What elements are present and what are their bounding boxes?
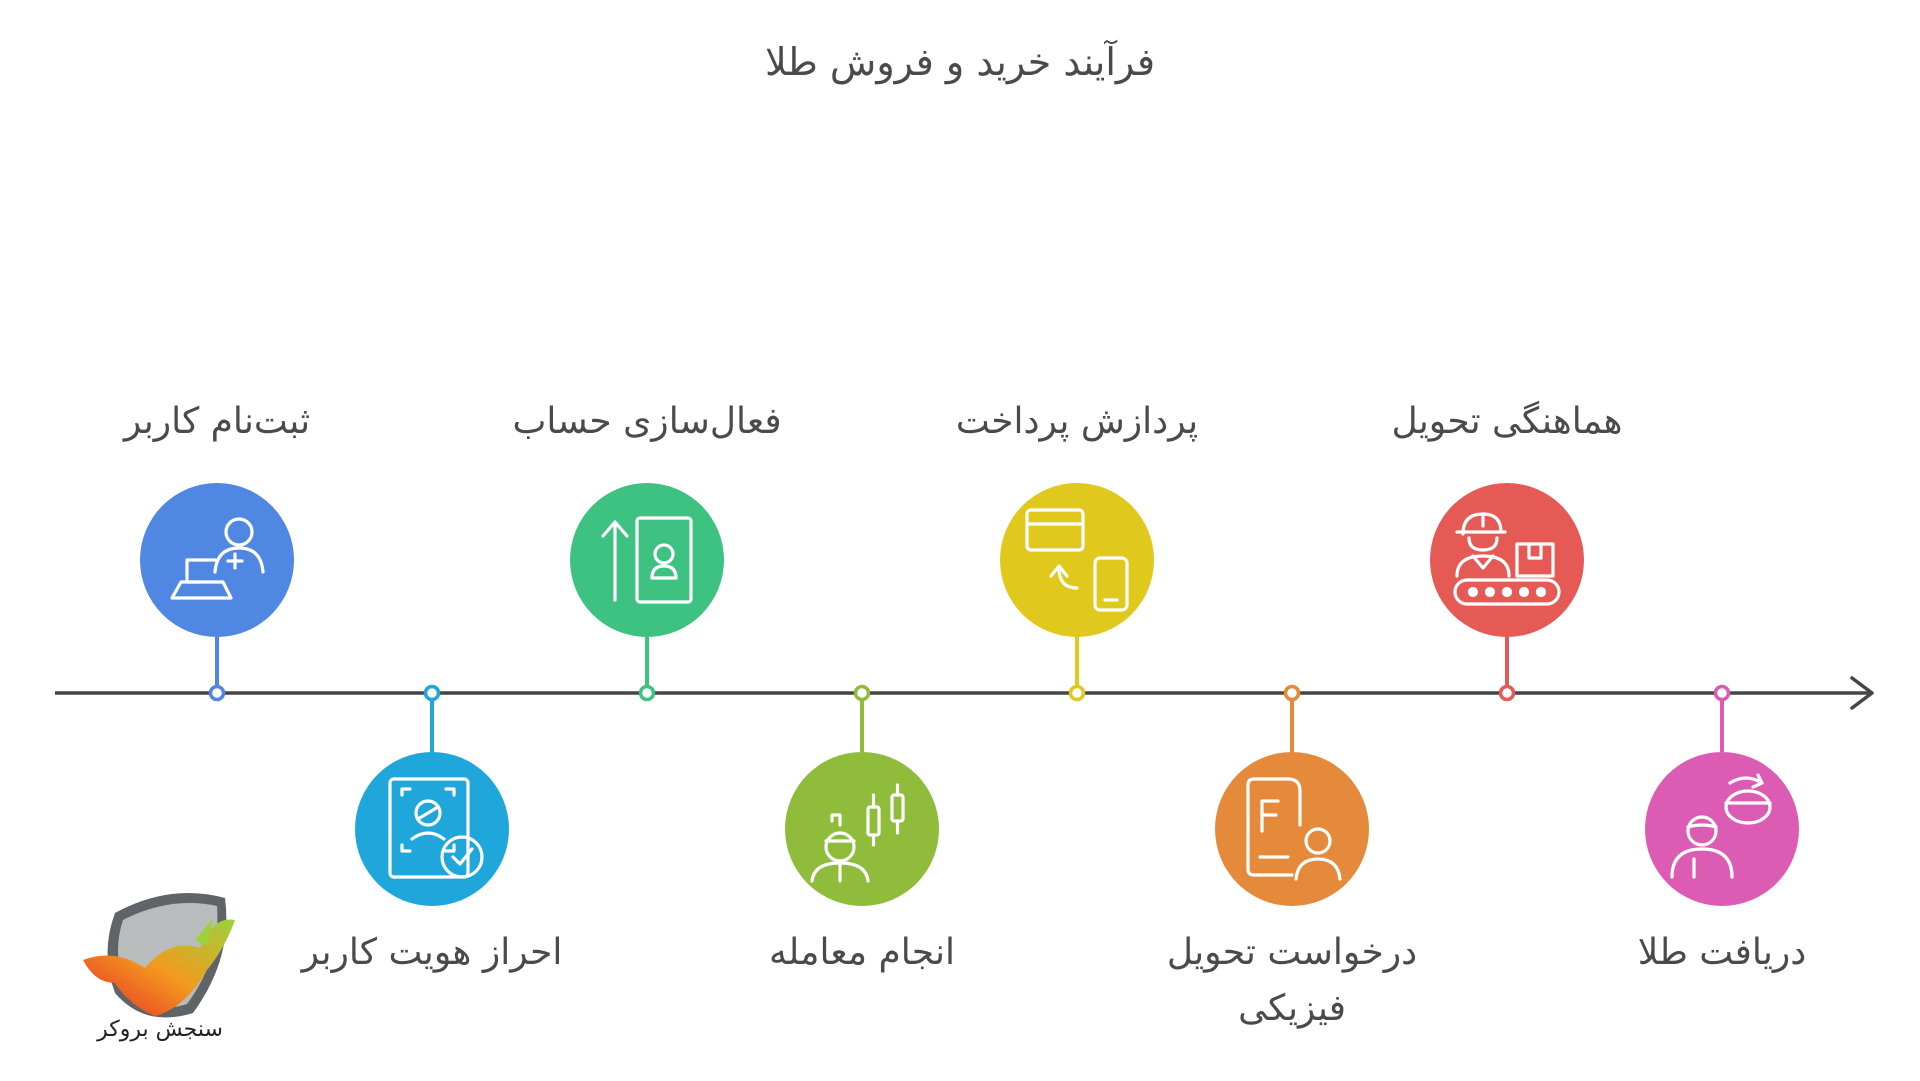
step-label-3: فعال‌سازی حساب: [512, 401, 782, 442]
document-request-user-icon: [1246, 777, 1342, 881]
step-circle: [1000, 483, 1154, 637]
timeline-step-8: [1645, 684, 1799, 906]
timeline-step-7: [1430, 483, 1584, 702]
trader-candlestick-icon: [810, 783, 905, 883]
face-id-verified-icon: [388, 777, 484, 879]
timeline-step-3: [570, 483, 724, 702]
timeline-step-2: [355, 684, 509, 906]
step-circle: [1645, 752, 1799, 906]
timeline-step-4: [785, 684, 939, 906]
step-marker: [208, 684, 226, 702]
card-to-phone-payment-icon: [1025, 508, 1129, 612]
timeline-step-6: [1215, 684, 1369, 906]
timeline-step-5: [1000, 483, 1154, 702]
step-circle: [1430, 483, 1584, 637]
timeline-arrowhead: [1850, 676, 1874, 710]
step-circle: [785, 752, 939, 906]
worker-conveyor-box-icon: [1453, 512, 1561, 606]
step-label-5: پردازش پرداخت: [955, 401, 1199, 442]
step-label-2: احراز هویت کاربر: [301, 932, 563, 973]
step-label-1: ثبت‌نام کاربر: [123, 401, 311, 442]
step-marker: [853, 684, 871, 702]
step-circle: [570, 483, 724, 637]
step-marker: [638, 684, 656, 702]
diagram-title: فرآیند خرید و فروش طلا: [764, 40, 1156, 84]
step-circle: [355, 752, 509, 906]
step-marker: [1713, 684, 1731, 702]
timeline-step-1: [140, 483, 294, 702]
logo-text: سنجش بروکر: [97, 1017, 223, 1042]
bull-shield-logo-icon: [83, 893, 235, 1018]
step-label-7: هماهنگی تحویل: [1391, 401, 1623, 442]
step-circle: [1215, 752, 1369, 906]
upload-contact-card-icon: [601, 516, 693, 604]
step-marker: [1498, 684, 1516, 702]
step-label-4: انجام معامله: [768, 932, 956, 973]
user-laptop-add-icon: [170, 517, 265, 600]
step-label-8: دریافت طلا: [1637, 932, 1807, 973]
step-marker: [1068, 684, 1086, 702]
step-marker: [423, 684, 441, 702]
step-marker: [1283, 684, 1301, 702]
step-label-6: درخواست تحویل فیزیکی: [1166, 932, 1418, 1029]
user-receive-gold-icon: [1670, 773, 1772, 879]
